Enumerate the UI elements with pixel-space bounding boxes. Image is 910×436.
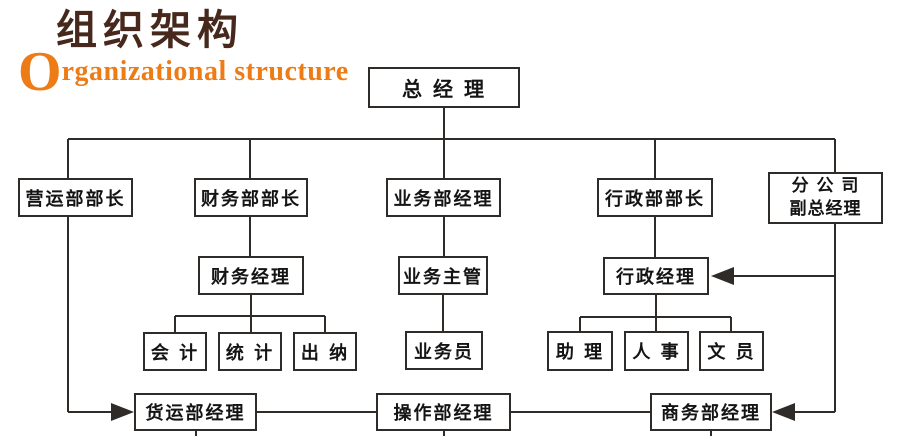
arrowhead-to-admin-manager — [711, 267, 734, 285]
node-assistant: 助 理 — [547, 331, 613, 371]
node-freight-dept-manager: 货运部经理 — [134, 393, 257, 431]
page-title-english: Organizational structure — [18, 44, 438, 100]
title-initial-letter: O — [18, 41, 62, 103]
arrowhead-to-commerce-manager — [772, 403, 795, 421]
node-statistician: 统 计 — [218, 332, 282, 371]
branch-company-label-line1: 分 公 司 — [791, 176, 860, 197]
arrowhead-to-freight-manager — [111, 403, 134, 421]
node-admin-manager: 行政经理 — [603, 257, 709, 295]
node-operation-dept-manager: 操作部经理 — [376, 393, 511, 431]
node-general-manager: 总 经 理 — [368, 67, 520, 108]
node-operations-dept-head: 营运部部长 — [18, 178, 133, 217]
branch-company-label-line2: 副总经理 — [789, 199, 862, 219]
node-hr: 人 事 — [624, 331, 689, 371]
node-admin-dept-head: 行政部部长 — [597, 178, 713, 217]
page-title-chinese: 组织架构 — [56, 6, 244, 54]
node-finance-dept-head: 财务部部长 — [194, 178, 308, 217]
node-cashier: 出 纳 — [293, 332, 357, 371]
node-accountant: 会 计 — [143, 332, 207, 371]
org-edges — [67, 108, 836, 436]
node-finance-manager: 财务经理 — [198, 256, 304, 295]
node-business-dept-manager: 业务部经理 — [386, 178, 501, 217]
node-commerce-dept-manager: 商务部经理 — [650, 393, 772, 431]
node-clerk: 文 员 — [699, 331, 764, 371]
node-business-supervisor: 业务主管 — [398, 256, 488, 295]
node-branch-company-deputy-gm: 分 公 司 副总经理 — [768, 172, 883, 224]
title-subtitle: rganizational structure — [61, 56, 349, 87]
node-salesperson: 业务员 — [405, 331, 483, 370]
